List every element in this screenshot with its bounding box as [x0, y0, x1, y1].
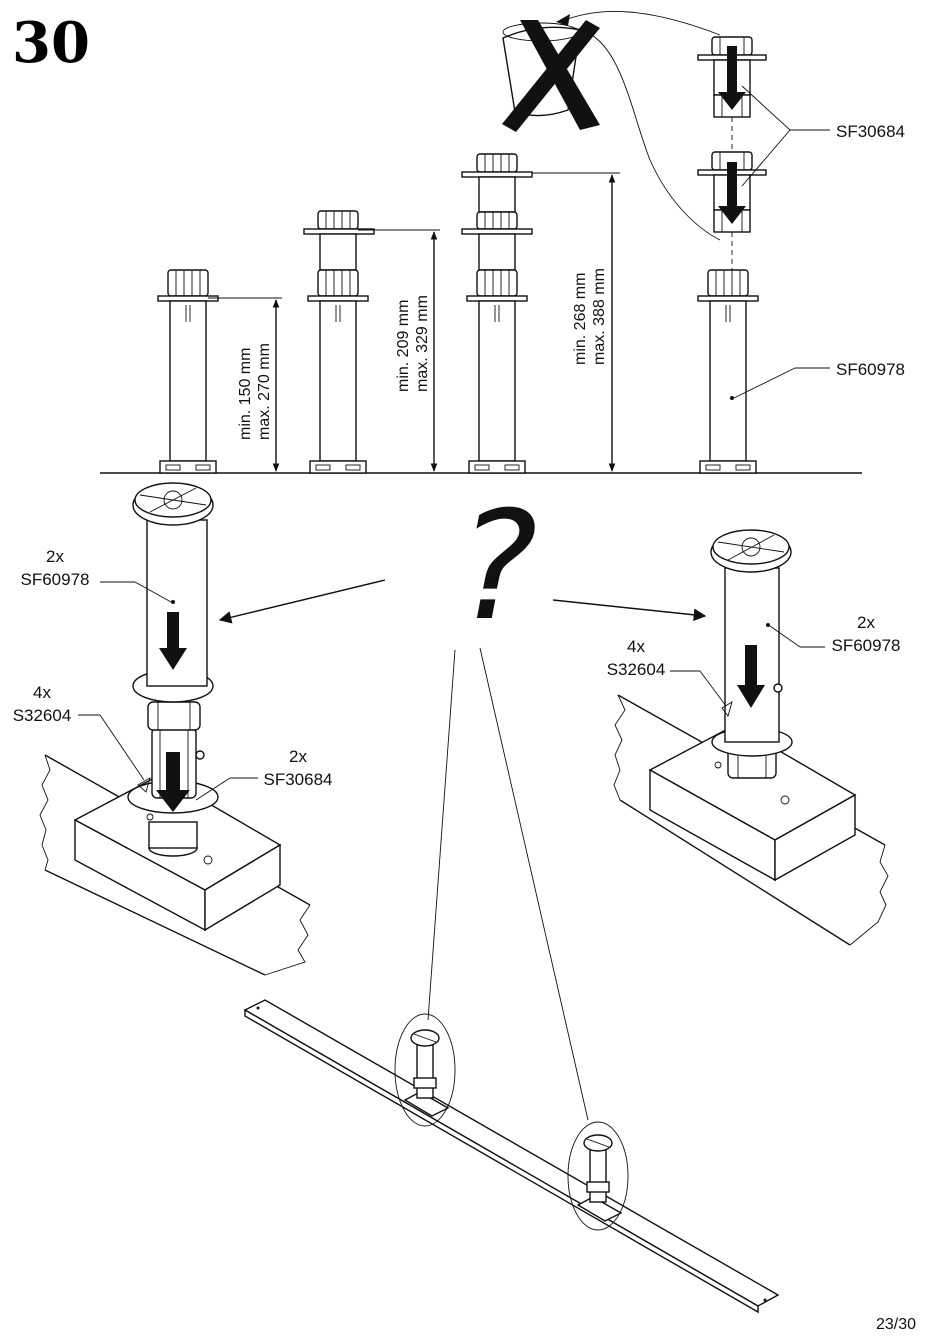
left-leveler-code: SF30684 — [264, 770, 333, 789]
rail-overview — [243, 999, 780, 1314]
height-dimension-3: min. 268 mm max. 388 mm — [532, 172, 620, 472]
leveler-code-label: SF30684 — [836, 122, 905, 141]
callout-leg: SF60978 — [733, 360, 905, 399]
not-allowed-icon — [502, 11, 721, 241]
height-2-min: min. 209 mm — [395, 300, 412, 392]
height-1-min: min. 150 mm — [237, 348, 254, 440]
right-screw-callout: 4x S32604 — [607, 637, 727, 707]
left-screw-code: S32604 — [13, 706, 72, 725]
height-dimension-2: min. 209 mm max. 329 mm — [358, 229, 440, 472]
arrow-to-left-detail — [218, 579, 386, 624]
zoom-line-left — [427, 649, 456, 1021]
height-3-min: min. 268 mm — [572, 273, 589, 365]
left-screw-callout: 4x S32604 — [13, 683, 145, 781]
left-leg-qty: 2x — [46, 547, 64, 566]
leg-one-extension — [303, 210, 375, 474]
left-leg-code: SF60978 — [21, 570, 90, 589]
left-leveler-qty: 2x — [289, 747, 307, 766]
leg-two-extensions — [461, 153, 533, 474]
arrow-to-right-detail — [552, 599, 707, 622]
height-1-max: max. 270 mm — [256, 343, 273, 440]
left-screw-qty: 4x — [33, 683, 51, 702]
exploded-leveler-stack — [697, 36, 767, 474]
left-leveler-callout: 2x SF30684 — [195, 747, 333, 801]
right-screw-qty: 4x — [627, 637, 645, 656]
zoom-line-right — [479, 647, 589, 1121]
right-screw-code: S32604 — [607, 660, 666, 679]
question-mark: ? — [458, 480, 538, 654]
callout-leveler: SF30684 — [741, 85, 905, 187]
left-leg-callout: 2x SF60978 — [21, 547, 172, 603]
height-2-max: max. 329 mm — [414, 295, 431, 392]
right-leg-qty: 2x — [857, 613, 875, 632]
step-number: 30 — [12, 10, 90, 76]
page-number: 23/30 — [876, 1316, 916, 1333]
right-leg-code: SF60978 — [832, 636, 901, 655]
height-dimension-1: min. 150 mm max. 270 mm — [208, 297, 282, 472]
height-3-max: max. 388 mm — [591, 268, 608, 365]
leg-standard — [157, 269, 219, 474]
right-leg-callout: 2x SF60978 — [769, 613, 901, 655]
right-detail-assembly — [613, 529, 889, 946]
leg-code-label: SF60978 — [836, 360, 905, 379]
left-detail-assembly — [39, 482, 311, 976]
